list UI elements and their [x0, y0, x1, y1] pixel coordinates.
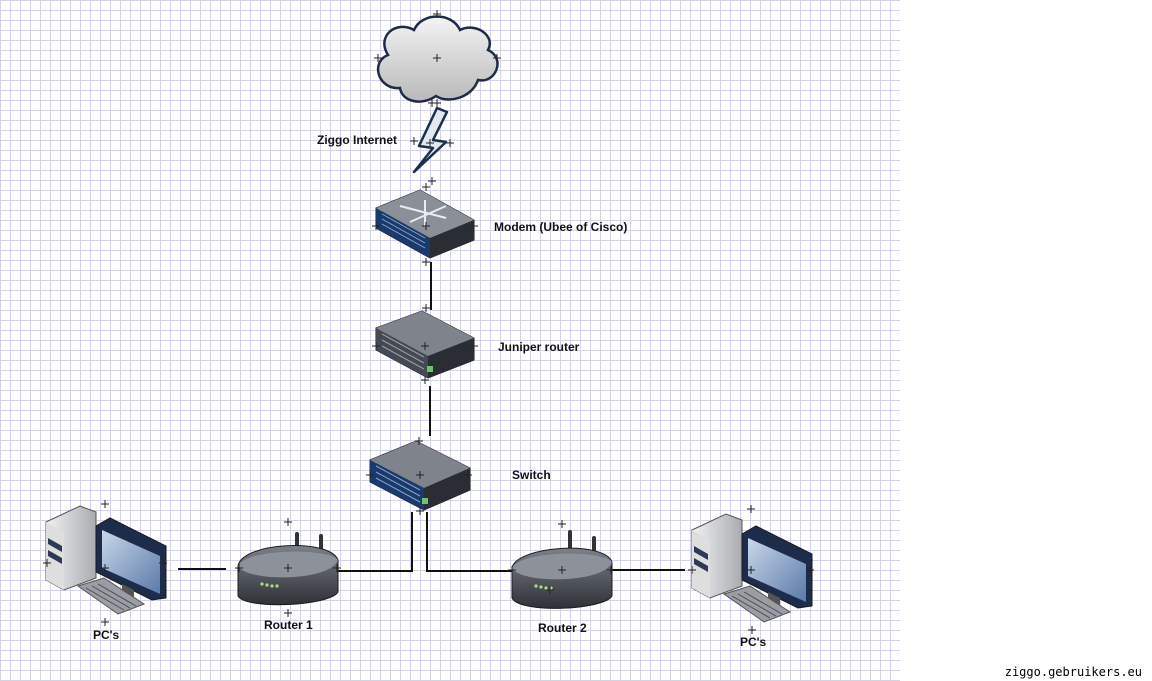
network-diagram	[42, 9, 815, 635]
lightning-icon[interactable]	[409, 98, 455, 192]
switch-label: Switch	[512, 468, 551, 482]
pcs-left-label: PC's	[93, 628, 120, 642]
modem-label: Modem (Ubee of Cisco)	[494, 220, 628, 234]
juniper-router-label: Juniper router	[498, 340, 580, 354]
switch-icon[interactable]	[365, 436, 473, 516]
router1-label: Router 1	[264, 618, 313, 632]
pcs-right-label: PC's	[740, 635, 767, 649]
link-switch-router1	[338, 512, 413, 572]
modem-icon[interactable]	[371, 189, 479, 267]
watermark: ziggo.gebruikers.eu	[1004, 665, 1142, 679]
cloud-icon[interactable]	[373, 9, 502, 108]
router1-icon[interactable]	[234, 517, 342, 618]
internet-label: Ziggo Internet	[317, 133, 397, 147]
computer-left-icon[interactable]	[42, 499, 168, 627]
router2-label: Router 2	[538, 621, 587, 635]
connections	[178, 262, 685, 572]
computer-right-icon[interactable]	[687, 504, 815, 635]
juniper-router-icon[interactable]	[371, 303, 479, 385]
link-switch-router2	[426, 512, 512, 572]
router2-icon[interactable]	[507, 519, 616, 609]
